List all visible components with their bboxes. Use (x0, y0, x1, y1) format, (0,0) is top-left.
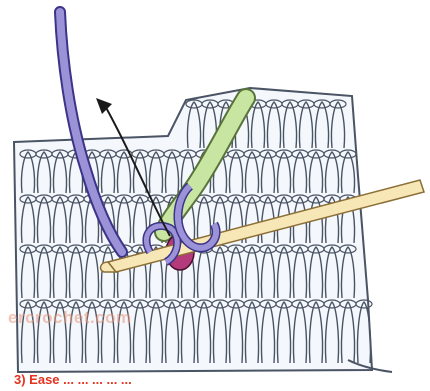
fabric-swatch (14, 88, 372, 372)
arrow-head (96, 98, 112, 114)
watermark-text: ercrochet.com (8, 308, 132, 328)
caption-text: 3) Ease ... ... ... ... ... (14, 372, 132, 387)
